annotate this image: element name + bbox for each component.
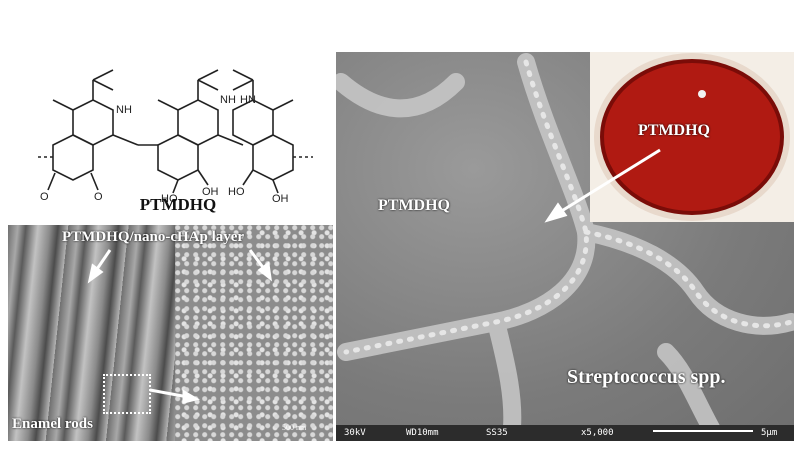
arrow-zoom [149, 388, 189, 399]
atom-oh-4: OH [272, 193, 289, 205]
scale-bar [653, 430, 753, 432]
atom-oh-1: HO [161, 193, 178, 205]
structure-drawing: NH NH HN O O HO OH HO OH [38, 69, 313, 205]
voltage-readout: 30kV [344, 428, 366, 438]
bacteria-chains [336, 53, 794, 441]
colony-spot [698, 90, 706, 98]
plate-label: PTMDHQ [638, 122, 710, 139]
sem-info-bar: 30kV WD10mm SS35 x5,000 5µm [336, 425, 794, 441]
ss-readout: SS35 [486, 428, 508, 438]
structure-title: PTMDHQ [139, 195, 217, 214]
layer-label: PTMDHQ/nano-cHAp layer [62, 229, 245, 245]
sem-enamel-rods-image [8, 225, 175, 441]
atom-nh-left: NH [116, 104, 132, 116]
petri-dish [594, 53, 790, 221]
sem-bacteria-image [336, 52, 794, 441]
small-scale-label: 500 nm [282, 423, 307, 432]
magnification-readout: x5,000 [581, 428, 614, 438]
sem-sample-label: PTMDHQ [378, 197, 450, 214]
enamel-rods-label: Enamel rods [12, 416, 93, 432]
atom-o-2: O [94, 191, 103, 203]
arrow-plate-to-sem [559, 148, 661, 214]
zoom-region-box [103, 374, 151, 414]
chemical-structure: NH NH HN O O HO OH HO OH PTMDHQ [28, 45, 328, 225]
wd-readout: WD10mm [406, 428, 439, 438]
atom-hn-right: HN [240, 94, 256, 106]
scale-readout: 5µm [761, 428, 778, 438]
atom-oh-2: OH [202, 186, 219, 198]
atom-oh-3: HO [228, 186, 245, 198]
petri-plate-photo [590, 52, 794, 222]
atom-nh-mid: NH [220, 94, 236, 106]
sem-nano-layer-image [175, 225, 333, 441]
atom-o-1: O [40, 191, 49, 203]
organism-label: Streptococcus spp. [567, 366, 726, 388]
